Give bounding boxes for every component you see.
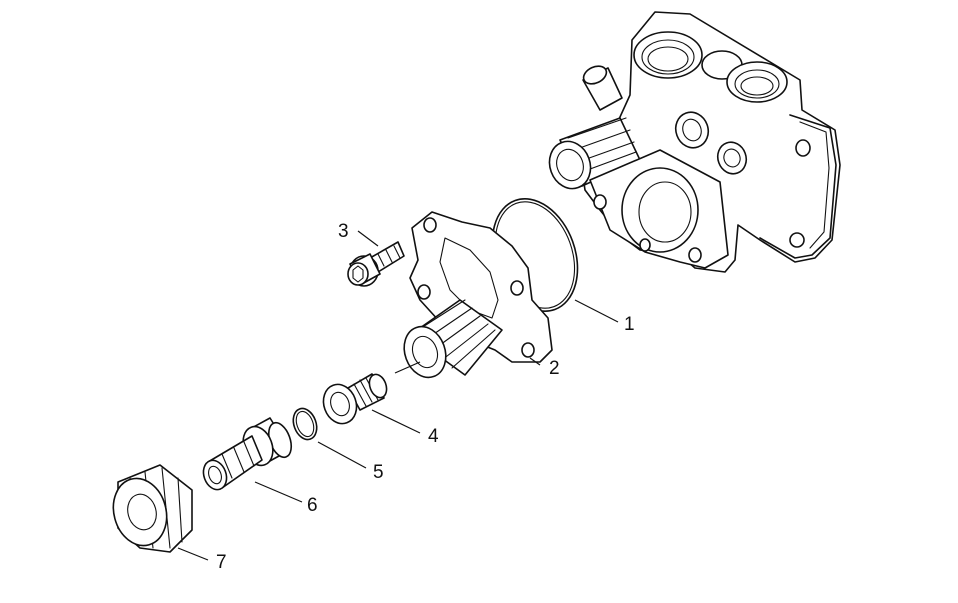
callout-1: 1 [624, 314, 635, 335]
pump-head-housing [548, 11, 841, 273]
callout-2: 2 [549, 358, 560, 379]
filter-insert [322, 373, 388, 425]
leader-lines [177, 230, 619, 561]
callout-3: 3 [338, 221, 349, 242]
callout-7: 7 [216, 552, 227, 573]
callout-6: 6 [307, 495, 318, 516]
callout-5: 5 [373, 462, 384, 483]
flange-cover [394, 211, 553, 379]
callout-4: 4 [428, 426, 439, 447]
socket-head-screw [347, 241, 405, 287]
hose-nozzle [202, 417, 293, 491]
o-ring-small [292, 407, 318, 441]
union-nut [112, 464, 193, 553]
